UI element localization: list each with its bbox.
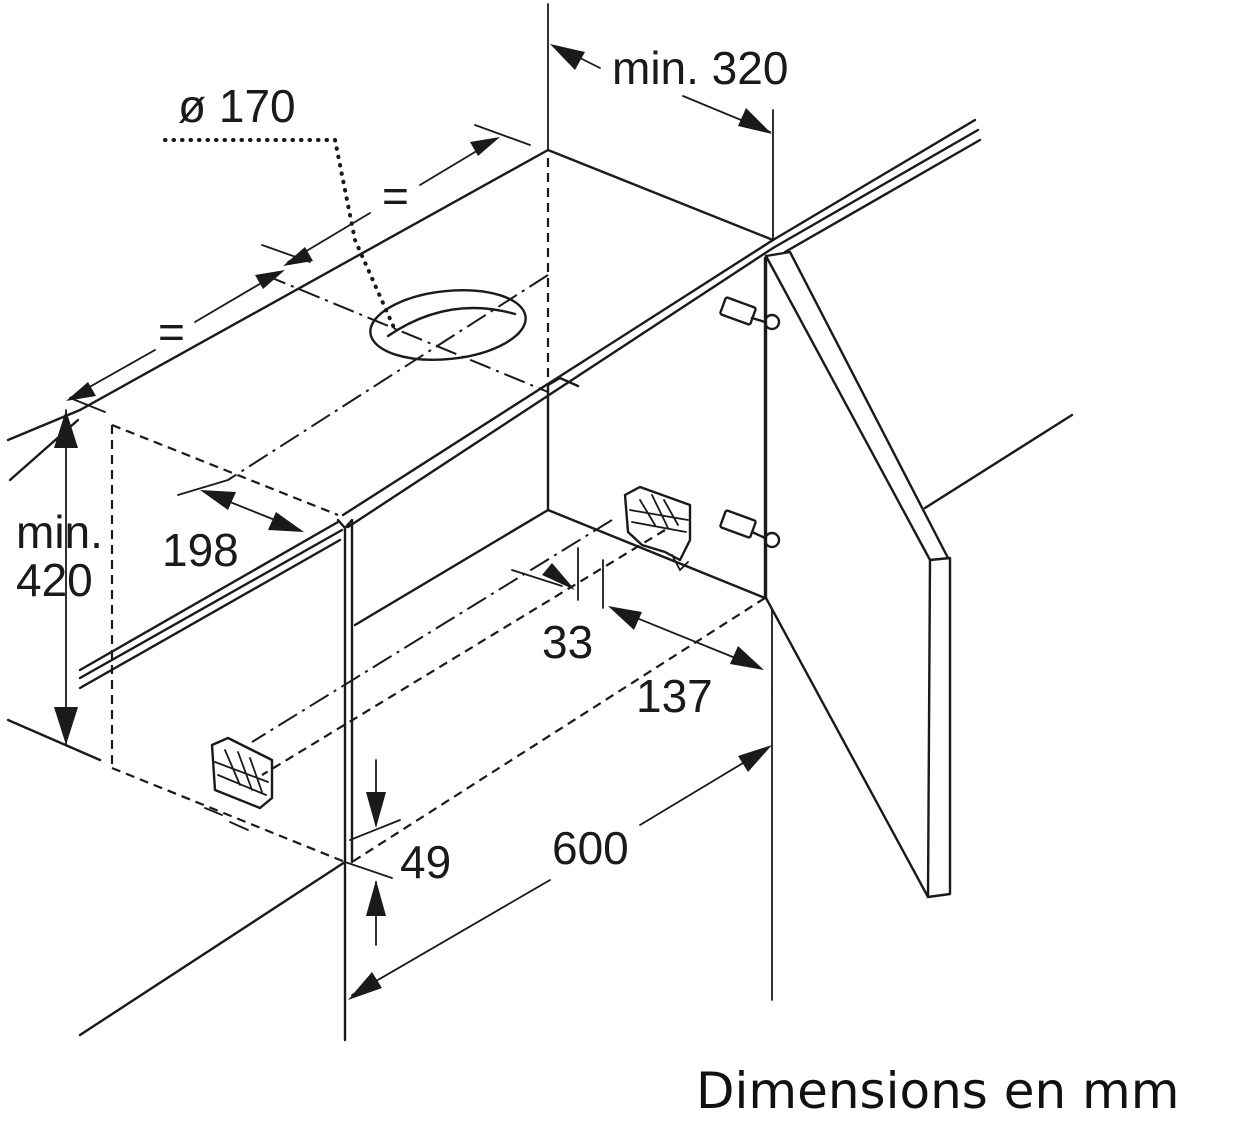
dim-49: 49 <box>400 836 451 888</box>
hinge-bottom <box>719 509 781 549</box>
dim-198: 198 <box>162 524 239 576</box>
cabinet-interior <box>110 158 767 864</box>
cabinet-front-edge <box>6 518 354 1042</box>
dim-600: 600 <box>552 822 629 874</box>
mounting-bracket-rear <box>623 485 692 572</box>
exhaust-opening <box>369 289 527 361</box>
centerlines <box>163 138 666 776</box>
cabinet-door <box>764 250 1074 899</box>
dim-equal-top: = <box>382 170 409 222</box>
dimension-labels: min. 320 ø 170 = = min. 420 198 33 137 4… <box>16 42 788 888</box>
mounting-bracket-front <box>204 736 274 831</box>
dim-420: 420 <box>16 554 93 606</box>
dim-33: 33 <box>542 616 593 668</box>
hinge-top <box>719 296 781 331</box>
dim-equal-left: = <box>158 306 185 358</box>
front-rail <box>78 520 344 690</box>
dim-137: 137 <box>636 670 713 722</box>
dim-min-320: min. 320 <box>612 42 788 94</box>
units-caption: Dimensions en mm <box>696 1062 1180 1120</box>
dimension-lines <box>54 3 774 1001</box>
dim-min-label: min. <box>16 506 103 558</box>
cabinet-top <box>6 118 982 529</box>
dim-diameter-170: ø 170 <box>178 80 296 132</box>
